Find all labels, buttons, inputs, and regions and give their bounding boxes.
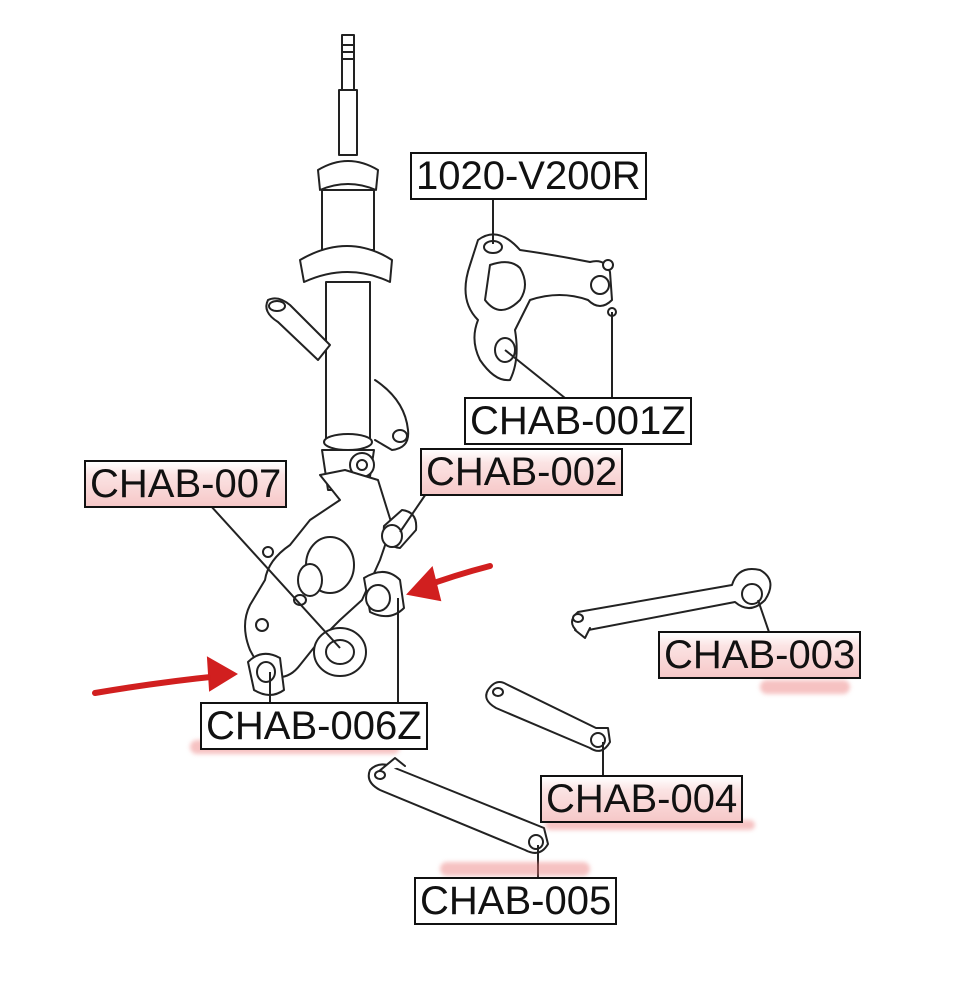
bushing-icon xyxy=(247,652,285,696)
label-chab-001z: CHAB-001Z xyxy=(464,397,692,445)
bushing-icon xyxy=(363,571,405,618)
label-chab-005: CHAB-005 xyxy=(414,877,618,925)
red-arrow-icon xyxy=(92,563,493,696)
highlight-mark xyxy=(545,820,755,830)
label-chab-004: CHAB-004 xyxy=(540,775,744,823)
bushing-icon xyxy=(313,627,367,677)
label-1020-v200r: 1020-V200R xyxy=(410,152,647,200)
upper-arm-icon xyxy=(464,233,617,382)
leader-lines xyxy=(209,195,771,877)
rod-icon xyxy=(485,681,611,752)
rod-icon xyxy=(367,757,549,854)
bushing-icon xyxy=(381,509,418,549)
label-chab-003: CHAB-003 xyxy=(658,631,862,679)
highlight-mark xyxy=(760,680,850,694)
highlight-mark xyxy=(440,862,590,876)
rod-icon xyxy=(571,568,772,639)
label-chab-007: CHAB-007 xyxy=(84,460,288,508)
label-chab-002: CHAB-002 xyxy=(420,448,624,496)
label-chab-006z: CHAB-006Z xyxy=(200,702,428,750)
